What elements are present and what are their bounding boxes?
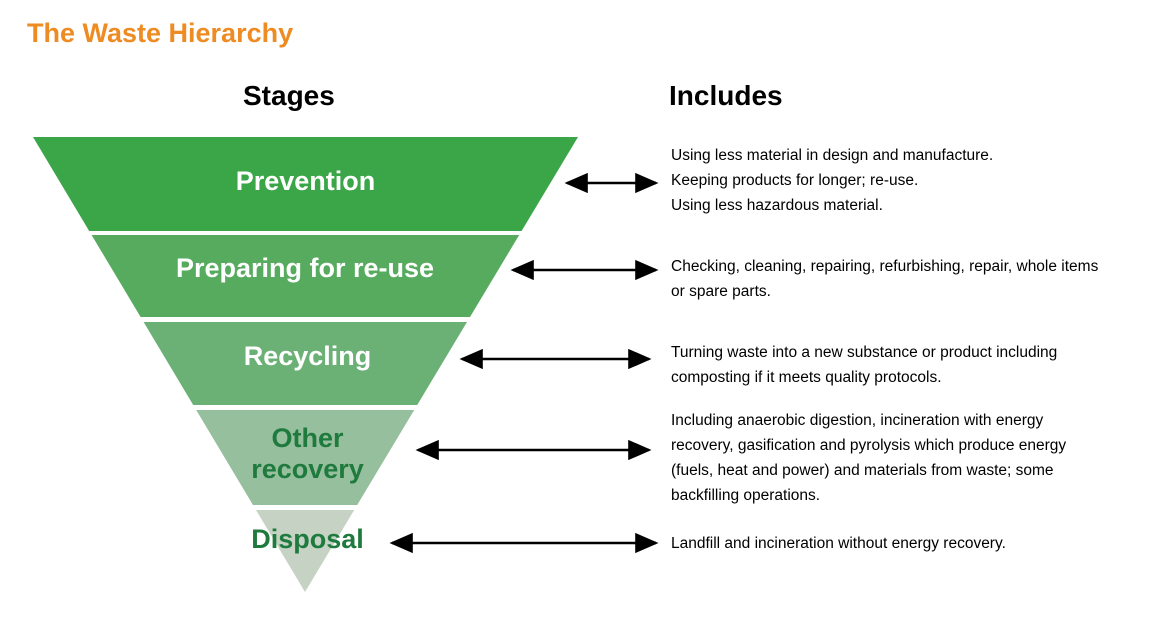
includes-line: Checking, cleaning, repairing, refurbish…	[671, 258, 1099, 301]
page-title: The Waste Hierarchy	[27, 18, 294, 48]
includes-line: Including anaerobic digestion, incinerat…	[671, 412, 1067, 505]
column-header-includes: Includes	[669, 80, 783, 111]
includes-line: Keeping products for longer; re-use.	[671, 172, 919, 190]
includes-line: Using less material in design and manufa…	[671, 147, 994, 164]
includes-line: Landfill and incineration without energy…	[671, 535, 1006, 552]
includes-block-prevention: Using less material in design and manufa…	[671, 143, 1103, 218]
includes-line: Using less hazardous material.	[671, 197, 883, 215]
includes-block-preparing-for-re-use: Checking, cleaning, repairing, refurbish…	[671, 254, 1103, 304]
includes-line: Turning waste into a new substance or pr…	[671, 344, 1058, 387]
includes-block-disposal: Landfill and incineration without energy…	[671, 531, 1103, 556]
includes-block-recycling: Turning waste into a new substance or pr…	[671, 340, 1103, 390]
funnel-band-prevention	[33, 137, 578, 231]
includes-block-other-recovery: Including anaerobic digestion, incinerat…	[671, 408, 1103, 508]
column-header-stages: Stages	[243, 80, 335, 111]
